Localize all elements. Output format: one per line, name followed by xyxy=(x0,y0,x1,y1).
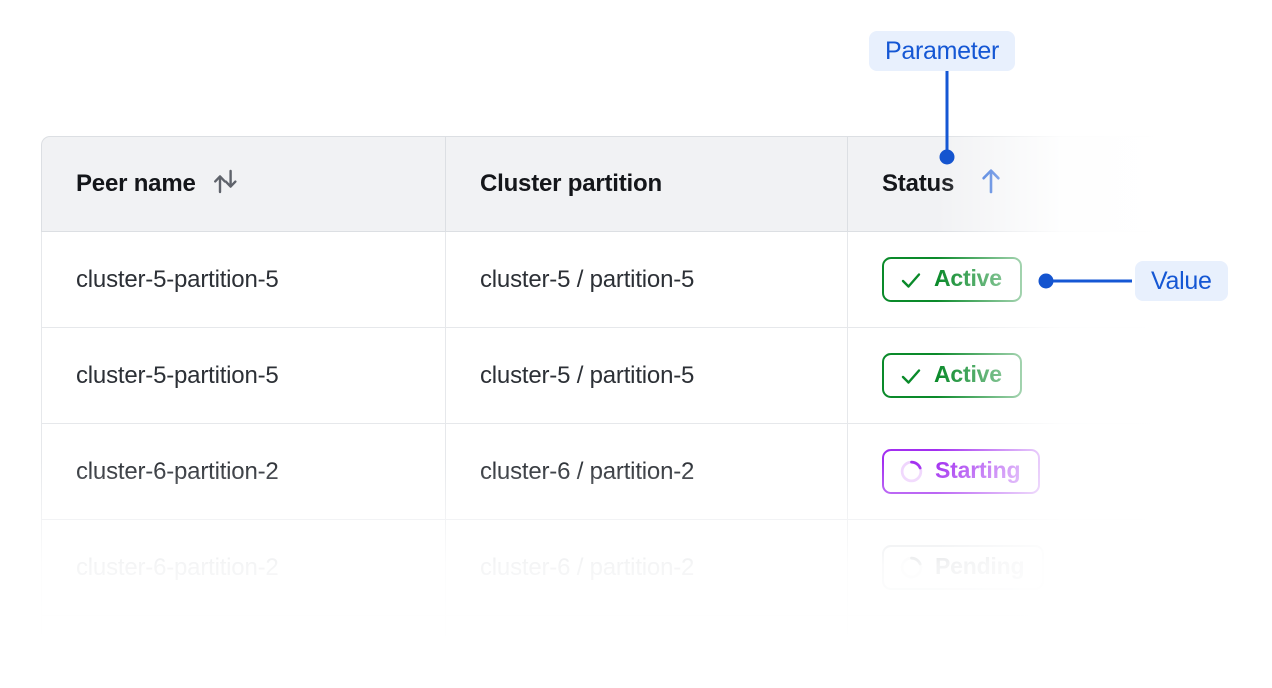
cell-status: Pending xyxy=(847,520,1166,616)
column-header-peer-name[interactable]: Peer name xyxy=(41,136,445,232)
cell-status: Starting xyxy=(847,424,1166,520)
table-header-row: Peer name xyxy=(41,136,1166,232)
table-row[interactable] xyxy=(41,616,1166,676)
spinner-icon xyxy=(900,556,923,579)
table-row[interactable]: cluster-6-partition-2 cluster-6 / partit… xyxy=(41,424,1166,520)
column-header-label: Peer name xyxy=(76,170,196,197)
status-badge: Starting xyxy=(882,449,1041,494)
cell-peer-name xyxy=(41,616,445,676)
table-body: cluster-5-partition-5 cluster-5 / partit… xyxy=(41,232,1166,676)
annotation-parameter-label: Parameter xyxy=(869,31,1016,71)
status-label: Pending xyxy=(935,553,1025,579)
status-badge: Pending xyxy=(882,545,1045,590)
cell-peer-name: cluster-5-partition-5 xyxy=(41,328,445,424)
annotation-value-label: Value xyxy=(1135,261,1228,301)
cell-cluster-partition xyxy=(445,616,847,676)
cell-cluster-partition: cluster-5 / partition-5 xyxy=(445,232,847,328)
status-badge: Active xyxy=(882,353,1022,398)
cell-cluster-partition: cluster-6 / partition-2 xyxy=(445,520,847,616)
table-row[interactable]: cluster-6-partition-2 cluster-6 / partit… xyxy=(41,520,1166,616)
cell-peer-name: cluster-6-partition-2 xyxy=(41,520,445,616)
cell-status: Active xyxy=(847,328,1166,424)
status-label: Active xyxy=(934,265,1002,291)
column-header-label: Status xyxy=(882,170,955,197)
status-label: Active xyxy=(934,361,1002,387)
cell-peer-name: cluster-5-partition-5 xyxy=(41,232,445,328)
column-header-status[interactable]: Status xyxy=(847,136,1166,232)
cell-peer-name: cluster-6-partition-2 xyxy=(41,424,445,520)
spinner-icon xyxy=(900,460,923,483)
cell-status: Active xyxy=(847,232,1166,328)
status-badge xyxy=(882,641,955,676)
cell-cluster-partition: cluster-5 / partition-5 xyxy=(445,328,847,424)
table-row[interactable]: cluster-5-partition-5 cluster-5 / partit… xyxy=(41,232,1166,328)
check-icon xyxy=(901,272,921,288)
cell-status xyxy=(847,616,1166,676)
status-badge: Active xyxy=(882,257,1022,302)
column-header-cluster-partition[interactable]: Cluster partition xyxy=(445,136,847,232)
column-header-label: Cluster partition xyxy=(480,170,662,197)
sort-both-icon[interactable] xyxy=(212,166,239,203)
table-header: Peer name xyxy=(41,136,1166,232)
cell-cluster-partition: cluster-6 / partition-2 xyxy=(445,424,847,520)
check-icon xyxy=(901,368,921,384)
peers-table-container: Peer name xyxy=(41,136,1166,676)
status-label: Starting xyxy=(935,457,1021,483)
arrow-up-icon[interactable] xyxy=(978,166,1004,203)
spinner-icon xyxy=(900,652,923,675)
peers-table: Peer name xyxy=(41,136,1166,676)
table-row[interactable]: cluster-5-partition-5 cluster-5 / partit… xyxy=(41,328,1166,424)
